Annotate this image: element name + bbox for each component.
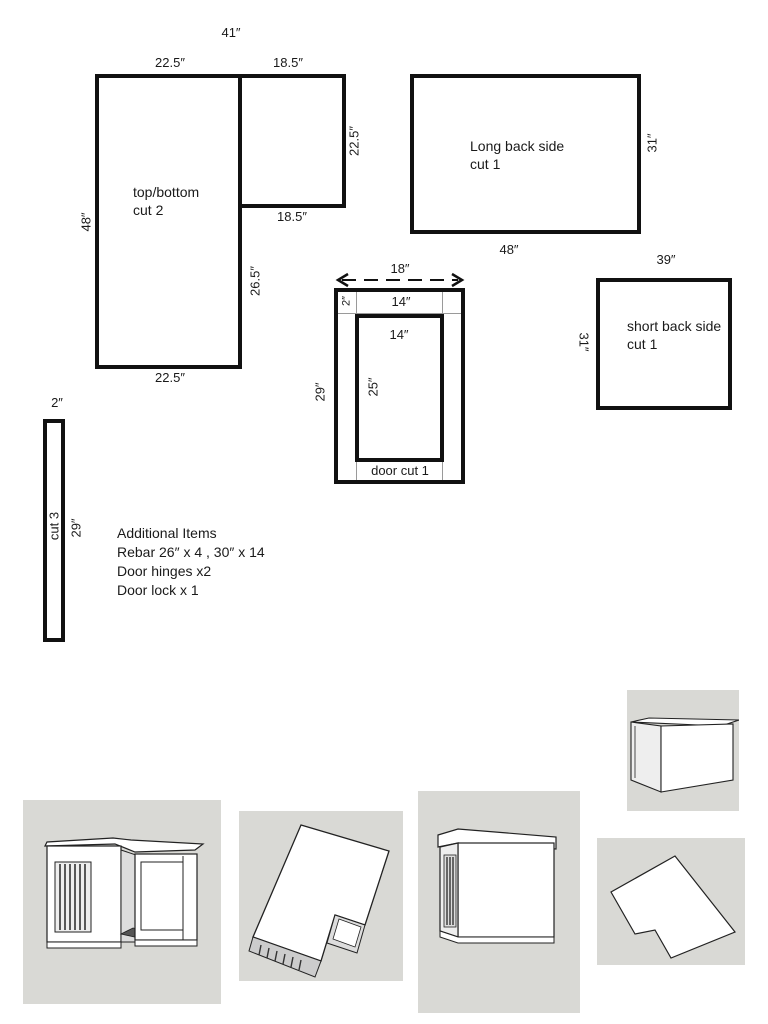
- top-bottom-main-panel: [95, 74, 242, 369]
- bottom-width-label: 22.5″: [155, 370, 185, 385]
- render-l-flat: [597, 838, 745, 965]
- strip-width-label: 2″: [51, 395, 63, 410]
- door-frame-panel: [334, 288, 465, 484]
- door-overall-height-label: 29″: [312, 382, 328, 402]
- left-top-width-label: 22.5″: [155, 55, 185, 70]
- side-panel-height-label: 22.5″: [346, 126, 362, 156]
- top-bottom-side-panel: [238, 74, 346, 208]
- additional-item: Door hinges x2: [117, 563, 212, 579]
- right-top-width-label: 18.5″: [273, 55, 303, 70]
- short-back-cut: cut 1: [627, 336, 658, 352]
- strip-cut-label: cut 3: [46, 511, 62, 541]
- strip-panel: [43, 419, 65, 642]
- door-frame-top-line: [338, 313, 461, 314]
- long-back-panel-label: Long back side cut 1: [470, 137, 564, 173]
- door-top-inner-width-label: 14″: [391, 294, 411, 309]
- overall-width-label: 41″: [221, 25, 241, 40]
- additional-item: Rebar 26″ x 4 , 30″ x 14: [117, 544, 265, 560]
- top-bottom-cut: cut 2: [133, 202, 164, 218]
- render-l-top-view: [239, 811, 403, 981]
- door-inner-panel: [355, 314, 444, 462]
- long-back-width-label: 48″: [499, 242, 519, 257]
- long-back-name: Long back side: [470, 138, 565, 154]
- door-height-label: 25″: [365, 377, 381, 397]
- render-box-with-door: [418, 791, 580, 1013]
- door-frame-thickness-label: 2″: [340, 295, 353, 307]
- short-back-height-label: 31″: [576, 332, 592, 352]
- door-width-label: 14″: [389, 327, 409, 342]
- render-open-box: [627, 690, 739, 811]
- short-back-panel: [596, 278, 732, 410]
- additional-items-list: Additional Items Rebar 26″ x 4 , 30″ x 1…: [117, 524, 265, 600]
- inner-height-label: 26.5″: [247, 266, 263, 296]
- top-bottom-name: top/bottom: [133, 184, 200, 200]
- side-panel-bottom-width-label: 18.5″: [277, 209, 307, 224]
- short-back-width-label: 39″: [656, 252, 676, 267]
- left-height-label: 48″: [78, 212, 94, 232]
- strip-height-label: 29″: [68, 518, 84, 538]
- short-back-panel-label: short back side cut 1: [627, 317, 721, 353]
- door-cut-label: door cut 1: [371, 463, 429, 478]
- short-back-name: short back side: [627, 318, 722, 334]
- long-back-height-label: 31″: [644, 133, 660, 153]
- door-width-dimension-arrow: [335, 272, 465, 288]
- long-back-panel: [410, 74, 641, 234]
- top-bottom-panel-label: top/bottom cut 2: [133, 183, 199, 219]
- additional-item: Door lock x 1: [117, 582, 199, 598]
- additional-items-heading: Additional Items: [117, 525, 217, 541]
- door-overall-width-label: 18″: [390, 261, 410, 276]
- long-back-cut: cut 1: [470, 156, 501, 172]
- render-l-kennel-front: [23, 800, 221, 1004]
